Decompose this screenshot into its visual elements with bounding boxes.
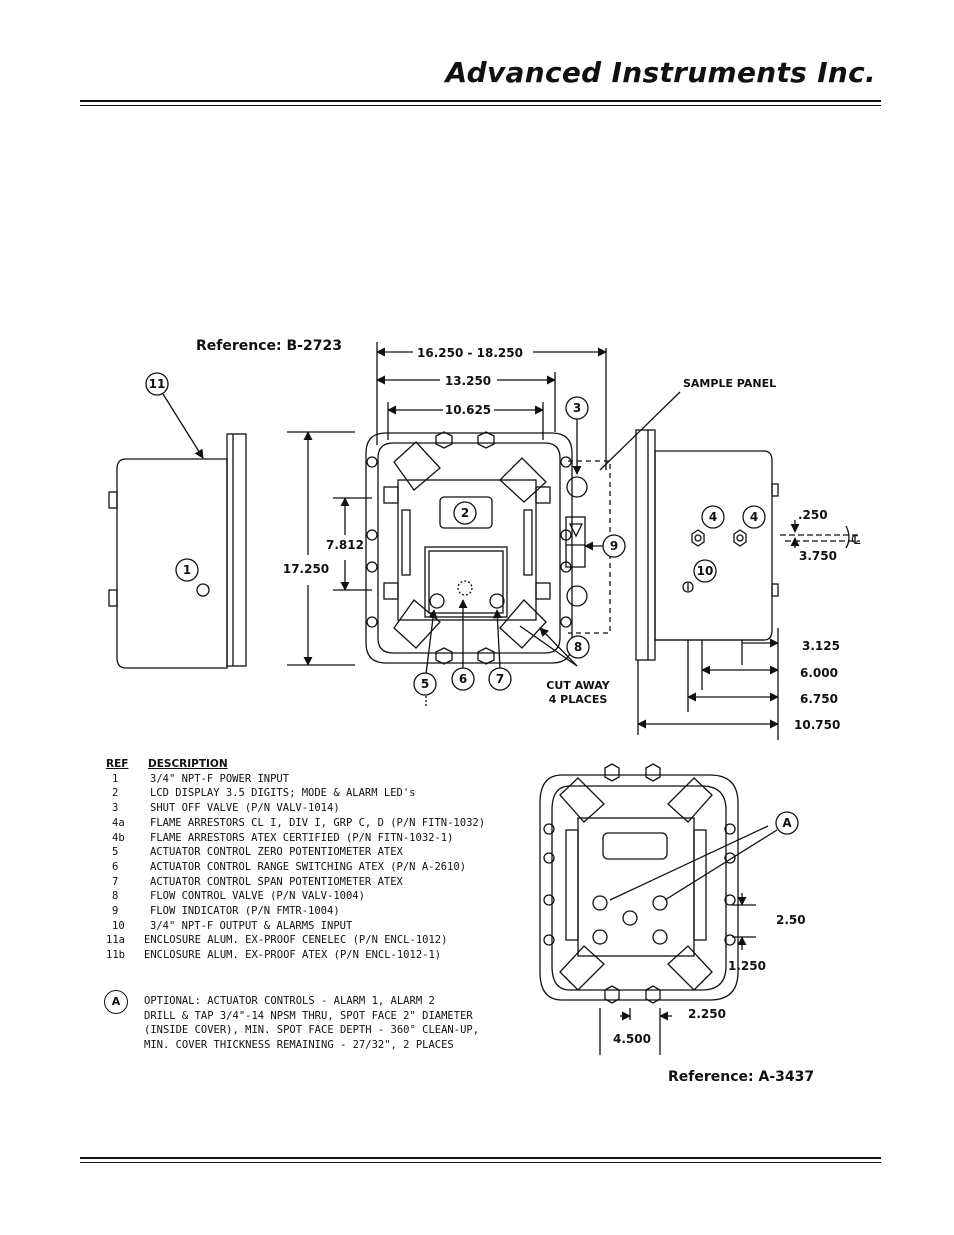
dim-7812: 7.812 (326, 538, 364, 552)
dim-3750: 3.750 (799, 549, 837, 563)
callout-8: 8 (574, 640, 582, 654)
part-description: FLAME ARRESTORS CL I, DIV I, GRP C, D (P… (150, 816, 486, 829)
parts-list-row: 4b FLAME ARRESTORS ATEX CERTIFIED (P/N FI… (106, 831, 485, 846)
callout-2: 2 (461, 506, 469, 520)
reference-bottom: Reference: A-3437 (668, 1069, 815, 1085)
callout-4a: 4 (709, 510, 717, 524)
label-four-places: 4 PLACES (549, 693, 608, 706)
footer-rule-bottom (80, 1162, 881, 1163)
parts-list-row: 9 FLOW INDICATOR (P/N FMTR-1004) (106, 904, 485, 919)
label-cut-away: CUT AWAY (546, 679, 610, 692)
part-ref: 11a (106, 934, 125, 947)
part-ref: 8 (112, 890, 119, 903)
part-ref: 7 (112, 875, 119, 888)
parts-list-row: 7 ACTUATOR CONTROL SPAN POTENTIOMETER ATE… (106, 875, 485, 890)
callout-11: 11 (149, 377, 166, 391)
part-ref: 6 (112, 860, 119, 873)
dim-1250: 1.250 (728, 959, 766, 973)
part-ref: 2 (112, 787, 119, 800)
note-a-badge: A (104, 990, 128, 1014)
dim-4500: 4.500 (613, 1032, 651, 1046)
callout-a: A (782, 816, 792, 830)
part-ref: 4b (112, 831, 125, 844)
parts-list-row: 3 SHUT OFF VALVE (P/N VALV-1014) (106, 801, 485, 816)
leader-lines (162, 391, 681, 706)
dim-2250: 2.250 (688, 1007, 726, 1021)
company-name: Advanced Instruments Inc. (445, 56, 876, 89)
dim-3125: 3.125 (802, 639, 840, 653)
dim-0250: .250 (798, 508, 828, 522)
part-description: ENCLOSURE ALUM. EX-PROOF ATEX (P/N ENCL-… (144, 949, 442, 962)
note-line: OPTIONAL: ACTUATOR CONTROLS - ALARM 1, A… (144, 995, 435, 1007)
part-description: SHUT OFF VALVE (P/N VALV-1014) (150, 802, 340, 815)
parts-list-row: 2 LCD DISPLAY 3.5 DIGITS; MODE & ALARM LE… (106, 786, 485, 801)
callout-9: 9 (610, 539, 618, 553)
part-ref: 10 (112, 919, 125, 932)
callout-7: 7 (496, 672, 504, 686)
right-side-view (635, 429, 779, 661)
part-description: 3/4" NPT-F POWER INPUT (150, 772, 290, 785)
callout-5: 5 (421, 677, 429, 691)
parts-list-header: REF DESCRIPTION (106, 757, 485, 772)
dim-16250: 16.250 - 18.250 (417, 346, 523, 360)
callout-1: 1 (183, 563, 191, 577)
parts-list-row: 4a FLAME ARRESTORS CL I, DIV I, GRP C, D … (106, 816, 485, 831)
part-description: ENCLOSURE ALUM. EX-PROOF CENELEC (P/N EN… (144, 934, 448, 947)
header-rule-top (80, 100, 881, 102)
dim-6000: 6.000 (800, 666, 838, 680)
note-line: MIN. COVER THICKNESS REMAINING - 27/32",… (144, 1038, 454, 1051)
part-ref: 3 (112, 802, 119, 815)
centerline-symbol: ℄ (851, 532, 861, 547)
dim-17250: 17.250 (283, 562, 329, 576)
header-rule-bottom (80, 105, 881, 106)
callouts (145, 372, 799, 835)
dim-13250: 13.250 (445, 374, 491, 388)
header-ref: REF (106, 758, 129, 770)
dim-10625: 10.625 (445, 403, 491, 417)
callout-6: 6 (459, 672, 467, 686)
callout-10: 10 (697, 564, 714, 578)
part-description: ACTUATOR CONTROL RANGE SWITCHING ATEX (P… (150, 860, 467, 873)
left-side-view (108, 433, 247, 669)
parts-list-row: 6 ACTUATOR CONTROL RANGE SWITCHING ATEX (… (106, 860, 485, 875)
callout-3: 3 (573, 401, 581, 415)
top-dimensions (376, 342, 607, 470)
right-dimensions (780, 520, 860, 549)
footer-rule-top (80, 1157, 881, 1159)
parts-list-row: 11a ENCLOSURE ALUM. EX-PROOF CENELEC (P/N… (106, 933, 485, 948)
note-line: DRILL & TAP 3/4"-14 NPSM THRU, SPOT FACE… (144, 1009, 473, 1022)
dim-250: 2.50 (776, 913, 806, 927)
part-description: 3/4" NPT-F OUTPUT & ALARMS INPUT (150, 919, 353, 932)
dim-6750: 6.750 (800, 692, 838, 706)
part-description: LCD DISPLAY 3.5 DIGITS; MODE & ALARM LED… (150, 787, 416, 800)
dim-10750: 10.750 (794, 718, 840, 732)
parts-list-row: 10 3/4" NPT-F OUTPUT & ALARMS INPUT (106, 919, 485, 934)
header-description: DESCRIPTION (148, 758, 228, 770)
part-description: FLOW CONTROL VALVE (P/N VALV-1004) (150, 890, 365, 903)
front-view (365, 431, 611, 665)
part-description: ACTUATOR CONTROL SPAN POTENTIOMETER ATEX (150, 875, 403, 888)
part-ref: 4a (112, 816, 125, 829)
cover-view (539, 763, 778, 1055)
part-description: FLAME ARRESTORS ATEX CERTIFIED (P/N FITN… (150, 831, 454, 844)
parts-list-row: 5 ACTUATOR CONTROL ZERO POTENTIOMETER ATE… (106, 845, 485, 860)
note-line: (INSIDE COVER), MIN. SPOT FACE DEPTH - 3… (144, 1024, 480, 1036)
reference-top: Reference: B-2723 (196, 338, 342, 354)
part-ref: 11b (106, 949, 125, 962)
callout-4b: 4 (750, 510, 758, 524)
parts-list-row: 1 3/4" NPT-F POWER INPUT (106, 772, 485, 787)
left-dimensions (287, 431, 372, 666)
parts-list-row: 8 FLOW CONTROL VALVE (P/N VALV-1004) (106, 889, 485, 904)
part-ref: 1 (112, 772, 119, 785)
part-description: ACTUATOR CONTROL ZERO POTENTIOMETER ATEX (150, 846, 403, 859)
part-description: FLOW INDICATOR (P/N FMTR-1004) (150, 905, 340, 918)
parts-list-row: 11b ENCLOSURE ALUM. EX-PROOF ATEX (P/N EN… (106, 948, 485, 963)
depth-dimensions (637, 628, 779, 740)
part-ref: 5 (112, 846, 119, 859)
part-ref: 9 (112, 905, 119, 918)
label-sample-panel: SAMPLE PANEL (683, 377, 776, 390)
